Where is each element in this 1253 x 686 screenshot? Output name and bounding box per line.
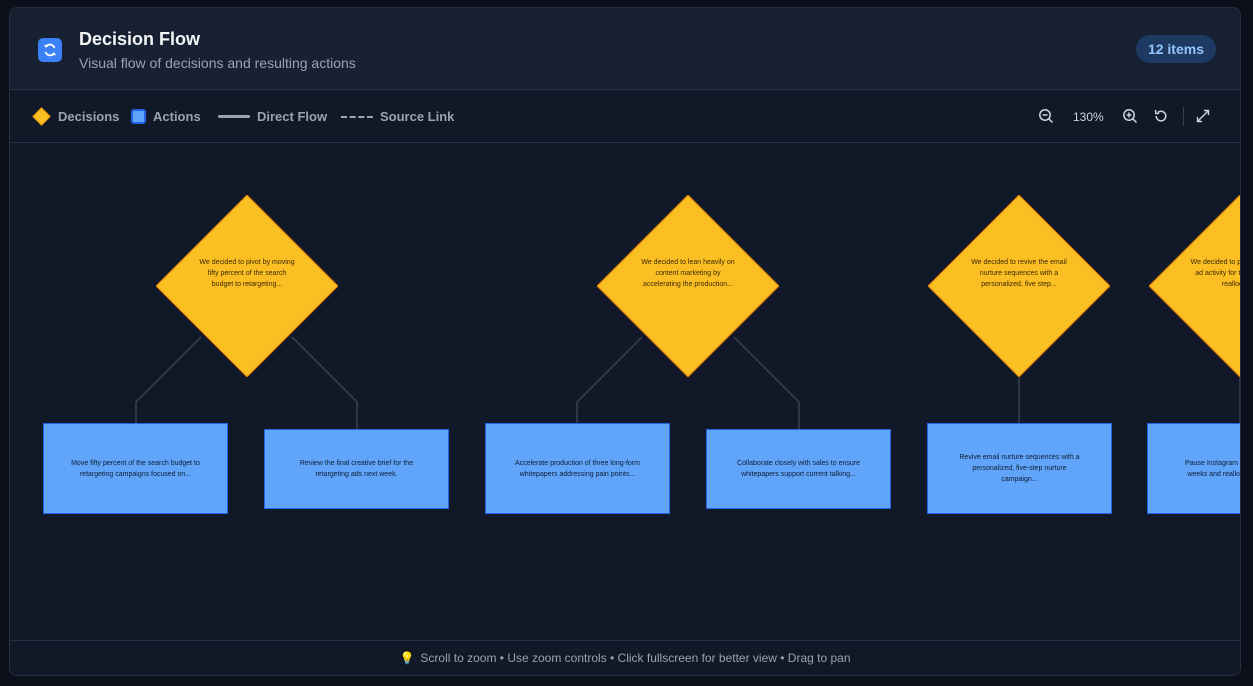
decision-node[interactable]: We decided to pivot by moving fifty perc… — [156, 195, 338, 377]
legend-direct-flow-label: Direct Flow — [257, 109, 328, 124]
square-icon — [131, 109, 146, 124]
decision-diamond — [597, 195, 779, 377]
page-title: Decision Flow — [79, 29, 201, 49]
action-text: Move fifty percent of the search budget … — [71, 459, 200, 478]
action-text: Revive email nurture sequences with a pe… — [959, 454, 1080, 483]
decision-node[interactable]: We decided to pause Instagram ad activit… — [1149, 195, 1240, 377]
action-node[interactable]: Move fifty percent of the search budget … — [43, 423, 228, 514]
zoom-level: 130% — [1073, 109, 1104, 124]
flow-edges — [135, 336, 1240, 431]
legend-actions-label: Actions — [153, 109, 201, 124]
decision-diamond — [928, 195, 1110, 377]
reset-icon — [1154, 109, 1167, 122]
lightbulb-icon: 💡 — [399, 651, 415, 665]
panel-header: Decision Flow Visual flow of decisions a… — [10, 8, 1240, 90]
toolbar-divider — [1183, 107, 1184, 126]
zoom-in-icon — [1123, 109, 1138, 124]
refresh-icon — [38, 38, 62, 62]
toolbar: Decisions Actions Direct Flow Source Lin… — [10, 90, 1240, 143]
flow-edge — [135, 336, 202, 425]
reset-zoom-button[interactable] — [1151, 106, 1171, 126]
page-subtitle: Visual flow of decisions and resulting a… — [79, 55, 356, 71]
legend-actions: Actions — [131, 90, 201, 143]
flow-canvas[interactable]: We decided to pivot by moving fifty perc… — [10, 143, 1240, 642]
decision-node[interactable]: We decided to lean heavily on content ma… — [597, 195, 779, 377]
legend-direct-flow: Direct Flow — [218, 90, 327, 143]
decision-diamond — [1149, 195, 1240, 377]
dashed-line-icon — [341, 115, 373, 118]
diamond-icon — [32, 107, 51, 126]
action-text: Pause Instagram ad activity for two week… — [1185, 459, 1240, 478]
decision-flow-panel: Decision Flow Visual flow of decisions a… — [9, 7, 1241, 676]
action-text: Review the final creative brief for the … — [299, 460, 414, 478]
action-node[interactable]: Revive email nurture sequences with a pe… — [927, 423, 1112, 514]
action-node[interactable]: Collaborate closely with sales to ensure… — [706, 429, 891, 509]
action-node[interactable]: Accelerate production of three long-form… — [485, 423, 670, 514]
item-count-badge: 12 items — [1135, 35, 1216, 63]
flow-edge — [733, 336, 800, 431]
zoom-out-icon — [1039, 109, 1054, 124]
legend-decisions: Decisions — [32, 90, 119, 143]
zoom-in-button[interactable] — [1120, 106, 1140, 126]
fullscreen-button[interactable] — [1193, 106, 1213, 126]
footer-hint-text: Scroll to zoom • Use zoom controls • Cli… — [420, 651, 851, 665]
flow-edge — [291, 336, 358, 431]
decision-diamond — [156, 195, 338, 377]
action-text: Accelerate production of three long-form… — [515, 459, 640, 478]
decision-text: We decided to pause Instagram ad activit… — [1190, 259, 1240, 288]
decision-text: We decided to revive the email nurture s… — [971, 259, 1067, 288]
footer-hint: 💡 Scroll to zoom • Use zoom controls • C… — [10, 640, 1240, 675]
decision-text: We decided to pivot by moving fifty perc… — [199, 259, 295, 288]
expand-icon — [1196, 109, 1210, 123]
decision-node[interactable]: We decided to revive the email nurture s… — [928, 195, 1110, 377]
action-node[interactable]: Pause Instagram ad activity for two week… — [1147, 423, 1240, 514]
action-text: Collaborate closely with sales to ensure… — [737, 460, 860, 478]
zoom-out-button[interactable] — [1036, 106, 1056, 126]
legend-decisions-label: Decisions — [58, 109, 120, 124]
legend-source-link: Source Link — [341, 90, 454, 143]
solid-line-icon — [218, 115, 250, 118]
legend-source-link-label: Source Link — [380, 109, 455, 124]
flow-edge — [576, 336, 643, 425]
action-node[interactable]: Review the final creative brief for the … — [264, 429, 449, 509]
decision-text: We decided to lean heavily on content ma… — [641, 259, 735, 288]
